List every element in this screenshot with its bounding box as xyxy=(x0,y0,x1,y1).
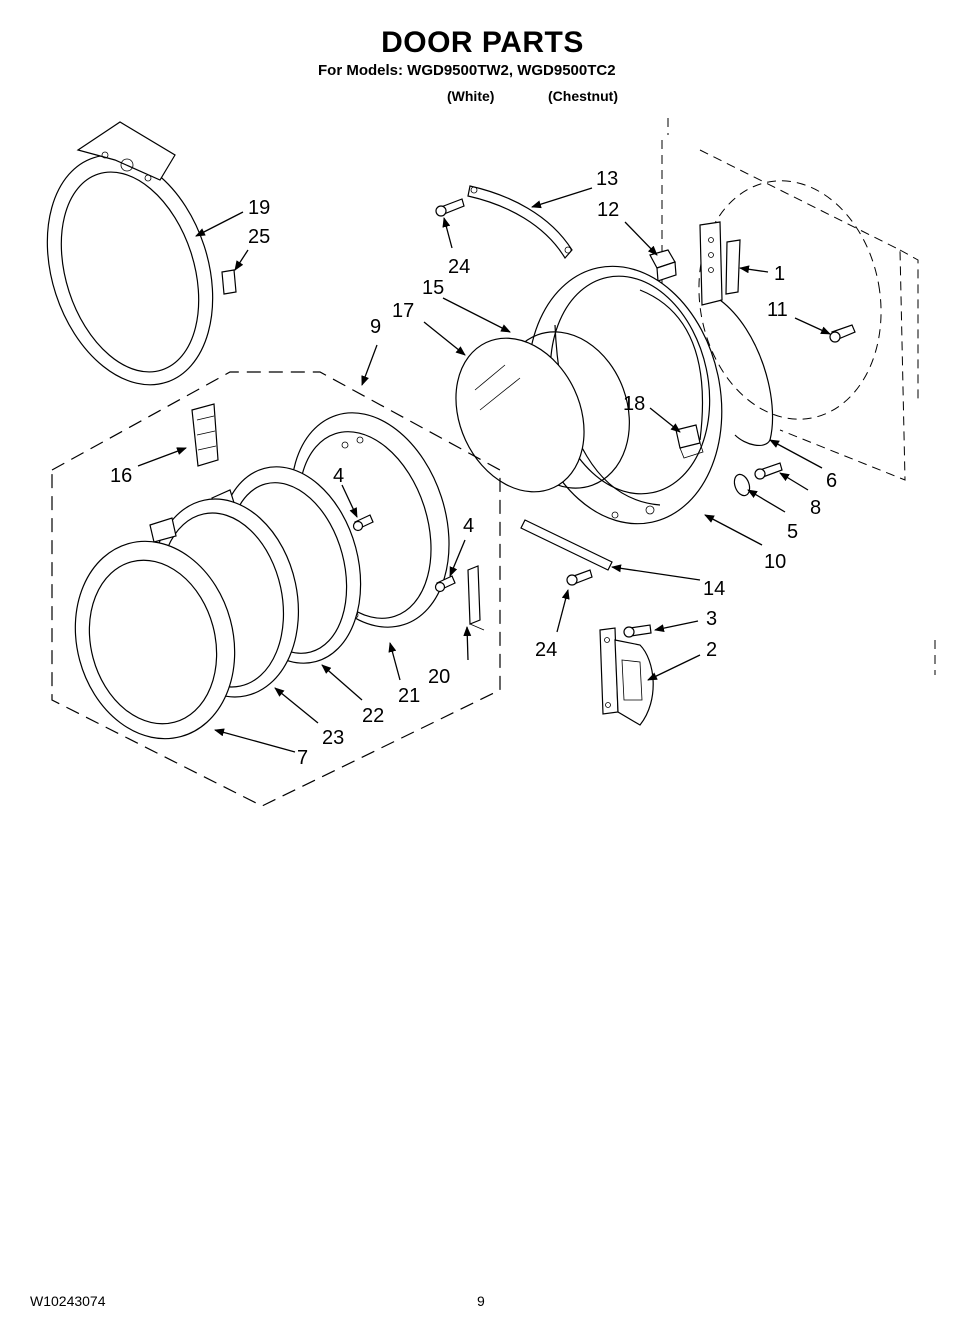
part-16-hinge-cover xyxy=(191,403,219,467)
callout-17: 17 xyxy=(392,300,414,322)
callout-25: 25 xyxy=(248,226,270,248)
callout-13: 13 xyxy=(596,168,618,190)
callout-5: 5 xyxy=(787,521,798,543)
callout-3: 3 xyxy=(706,608,717,630)
part-2-bracket xyxy=(599,627,654,726)
callout-21: 21 xyxy=(398,685,420,707)
part-17-door-glass xyxy=(455,337,585,493)
callout-18: 18 xyxy=(623,393,645,415)
variant-chestnut: (Chestnut) xyxy=(548,88,618,104)
part-3-screw xyxy=(623,624,652,638)
callout-11: 11 xyxy=(767,299,788,321)
callout-24-top: 24 xyxy=(448,256,470,278)
callout-10: 10 xyxy=(764,551,786,573)
leader-arrows xyxy=(137,187,831,753)
callout-6: 6 xyxy=(826,470,837,492)
part-7-outer-trim xyxy=(74,540,236,740)
callout-24-bottom: 24 xyxy=(535,639,557,661)
part-19-outer-door-ring xyxy=(46,121,214,386)
part-12-hinge-block xyxy=(649,249,677,282)
callout-7: 7 xyxy=(297,747,308,769)
part-13-hinge-arm xyxy=(467,185,573,260)
part-4-screw-lower xyxy=(434,575,456,593)
callout-12: 12 xyxy=(597,199,619,221)
models-line: For Models: WGD9500TW2, WGD9500TC2 xyxy=(318,62,616,79)
page-number: 9 xyxy=(477,1293,485,1309)
part-1-hinge-plate xyxy=(699,221,741,306)
callout-22: 22 xyxy=(362,705,384,727)
part-5-clip xyxy=(733,473,751,497)
callout-19: 19 xyxy=(248,197,270,219)
callout-15: 15 xyxy=(422,277,444,299)
callout-9: 9 xyxy=(370,316,381,338)
callout-23: 23 xyxy=(322,727,344,749)
part-4-screw-upper xyxy=(352,514,374,532)
page-title: DOOR PARTS xyxy=(381,26,584,59)
callout-16: 16 xyxy=(110,465,132,487)
part-6-door-seal xyxy=(719,299,774,447)
callout-20: 20 xyxy=(428,666,450,688)
callout-labels: 13 12 24 1 15 11 17 9 18 19 25 16 4 4 6 … xyxy=(110,168,837,769)
callout-4-upper: 4 xyxy=(333,465,344,487)
variant-white: (White) xyxy=(447,88,495,104)
part-24-screw-top xyxy=(435,198,465,217)
callout-2: 2 xyxy=(706,639,717,661)
part-8-screw xyxy=(754,462,783,480)
callout-4-lower: 4 xyxy=(463,515,474,537)
part-20-bracket xyxy=(467,565,485,631)
part-14-rod xyxy=(520,519,613,571)
part-24-screw-bottom xyxy=(566,569,593,586)
document-number: W10243074 xyxy=(30,1293,106,1309)
part-25-clip xyxy=(221,269,237,295)
callout-8: 8 xyxy=(810,497,821,519)
callout-14: 14 xyxy=(703,578,725,600)
part-18-latch xyxy=(675,424,704,459)
part-11-screw xyxy=(829,324,856,343)
assembly-boundary xyxy=(51,371,501,807)
callout-1: 1 xyxy=(774,263,785,285)
